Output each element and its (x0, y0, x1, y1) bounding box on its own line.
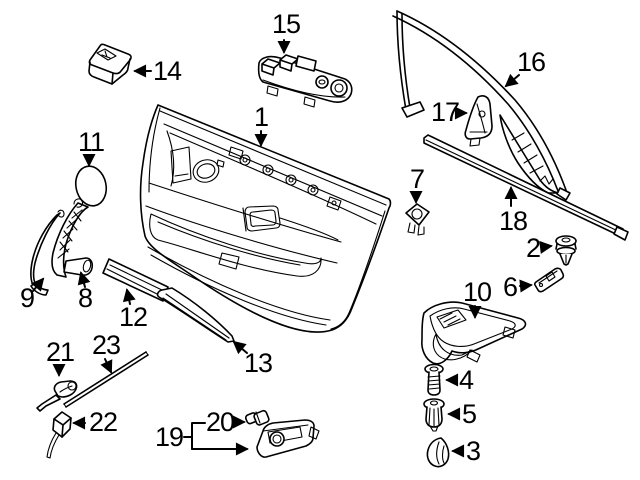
part-23-rod-drawing (63, 351, 149, 408)
callout-11[interactable]: 11 (78, 127, 105, 167)
callout-8-number[interactable]: 8 (78, 283, 93, 313)
callout-14[interactable]: 14 (133, 56, 183, 86)
callout-18[interactable]: 18 (499, 186, 528, 236)
part-22-connector-drawing (46, 411, 72, 459)
part-18-belt-weatherstrip-drawing (423, 134, 629, 241)
callout-3[interactable]: 3 (451, 436, 481, 466)
callout-12[interactable]: 12 (119, 288, 148, 332)
callout-17-number[interactable]: 17 (431, 97, 460, 127)
callout-6[interactable]: 6 (503, 272, 533, 302)
callout-8[interactable]: 8 (77, 271, 93, 313)
callout-21-number[interactable]: 21 (46, 337, 75, 367)
callout-18-number[interactable]: 18 (499, 206, 528, 236)
part-21-lock-knob-drawing (36, 380, 78, 412)
part-6-clip-plate-drawing (533, 267, 565, 293)
part-17-corner-cover-drawing (464, 95, 493, 147)
part-15-window-switch-unit-drawing (257, 54, 353, 108)
callout-6-number[interactable]: 6 (503, 272, 518, 302)
callout-10[interactable]: 10 (463, 277, 492, 319)
part-14-lock-switch-drawing (88, 43, 132, 85)
part-1-door-trim-panel-drawing (139, 104, 392, 333)
callout-12-number[interactable]: 12 (119, 302, 148, 332)
part-19-courtesy-lamp-drawing (256, 419, 320, 458)
callout-7-number[interactable]: 7 (410, 164, 425, 194)
callout-15[interactable]: 15 (272, 9, 301, 54)
callout-2-number[interactable]: 2 (526, 233, 541, 263)
callout-3-number[interactable]: 3 (466, 436, 481, 466)
callout-10-number[interactable]: 10 (463, 277, 492, 307)
callout-7[interactable]: 7 (409, 164, 425, 204)
callout-9-number[interactable]: 9 (20, 283, 35, 313)
callout-2[interactable]: 2 (526, 233, 553, 263)
callout-16-number[interactable]: 16 (517, 47, 546, 77)
callout-22[interactable]: 22 (72, 407, 118, 437)
callout-13[interactable]: 13 (232, 340, 273, 378)
callout-23[interactable]: 23 (92, 330, 121, 374)
part-7-clip-drawing (405, 203, 430, 236)
callout-4-number[interactable]: 4 (459, 365, 475, 395)
callout-14-number[interactable]: 14 (153, 56, 183, 86)
part-5-expansion-nut-drawing (423, 398, 445, 432)
callout-1[interactable]: 1 (254, 102, 269, 147)
part-12-trim-strip-drawing (102, 258, 169, 302)
callout-4[interactable]: 4 (445, 365, 475, 395)
part-4-screw-drawing (424, 363, 444, 396)
callout-16[interactable]: 16 (504, 47, 546, 88)
part-11-oval-gasket-drawing (74, 165, 108, 207)
callout-22-number[interactable]: 22 (89, 407, 118, 437)
callout-5[interactable]: 5 (447, 399, 477, 429)
callout-21[interactable]: 21 (46, 337, 75, 377)
part-8-handle-trim-drawing (51, 198, 94, 278)
part-10-pull-handle-bracket-drawing (421, 301, 527, 365)
callout-9[interactable]: 9 (20, 277, 45, 313)
callout-17[interactable]: 17 (431, 97, 468, 127)
callout-20[interactable]: 20 (206, 407, 246, 437)
callout-19[interactable]: 19 (155, 422, 249, 456)
part-16-window-frame-molding-drawing (392, 10, 571, 201)
callout-15-number[interactable]: 15 (272, 9, 301, 39)
callout-23-number[interactable]: 23 (92, 330, 121, 360)
callout-11-number[interactable]: 11 (78, 127, 105, 157)
callout-5-number[interactable]: 5 (462, 399, 477, 429)
part-3-clip-drawing (426, 437, 450, 468)
part-2-push-pin-drawing (555, 235, 577, 266)
callout-1-number[interactable]: 1 (254, 102, 269, 132)
callout-13-number[interactable]: 13 (244, 348, 273, 378)
part-13-trim-strip-drawing (156, 287, 235, 343)
part-20-bulb-drawing (244, 409, 270, 426)
callout-19-number[interactable]: 19 (155, 422, 184, 452)
callout-20-number[interactable]: 20 (206, 407, 235, 437)
